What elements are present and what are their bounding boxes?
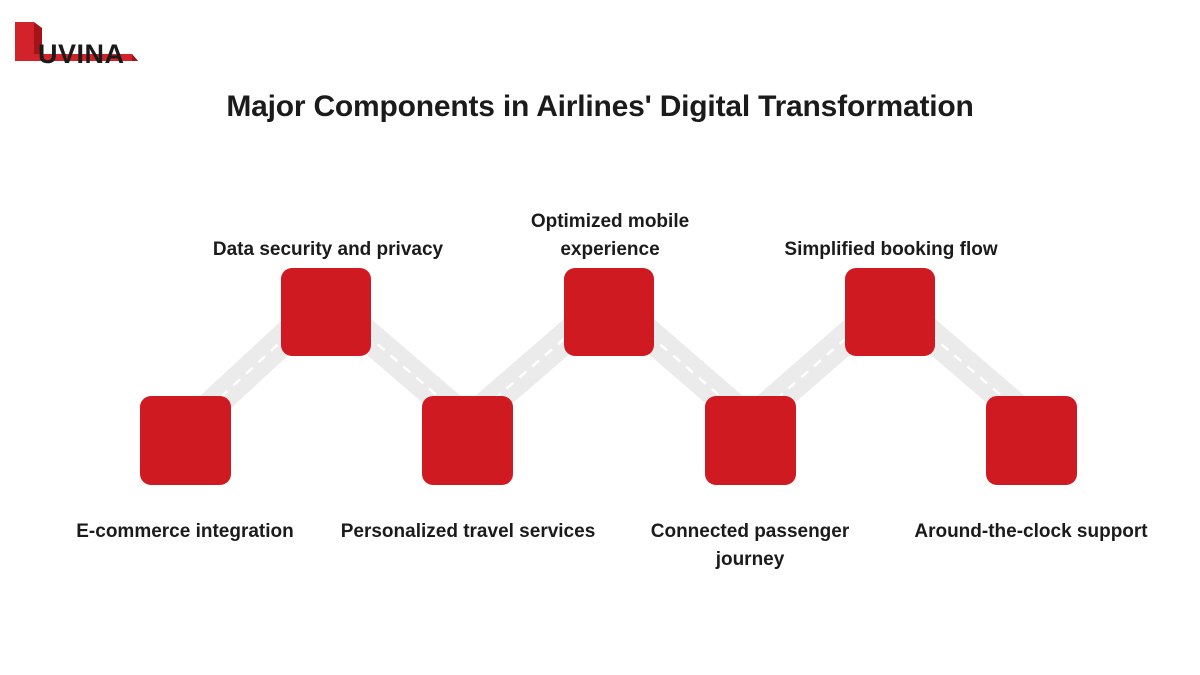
node-optimized-mobile-experience[interactable] bbox=[564, 268, 654, 356]
page-title: Major Components in Airlines' Digital Tr… bbox=[226, 90, 974, 123]
node-e-commerce-integration[interactable] bbox=[140, 396, 231, 485]
label-personalized-travel-services: Personalized travel services bbox=[340, 521, 596, 542]
node-connected-passenger-journey[interactable] bbox=[705, 396, 796, 485]
node-simplified-booking-flow[interactable] bbox=[845, 268, 935, 356]
label-around-the-clock-support: Around-the-clock support bbox=[914, 521, 1148, 542]
label-simplified-booking-flow: Simplified booking flow bbox=[784, 238, 998, 260]
node-data-security-and-privacy[interactable] bbox=[281, 268, 371, 356]
node-personalized-travel-services[interactable] bbox=[422, 396, 513, 485]
label-data-security-and-privacy: Data security and privacy bbox=[212, 238, 444, 260]
logo-wordmark: UVINA bbox=[38, 39, 125, 69]
node-around-the-clock-support[interactable] bbox=[986, 396, 1077, 485]
label-optimized-mobile-experience: Optimized mobile experience bbox=[530, 210, 690, 260]
label-connected-passenger-journey: Connected passenger journey bbox=[650, 521, 850, 571]
label-e-commerce-integration: E-commerce integration bbox=[76, 521, 294, 542]
logo-l-bracket-icon bbox=[15, 22, 138, 61]
luvina-logo: UVINA bbox=[12, 20, 142, 69]
